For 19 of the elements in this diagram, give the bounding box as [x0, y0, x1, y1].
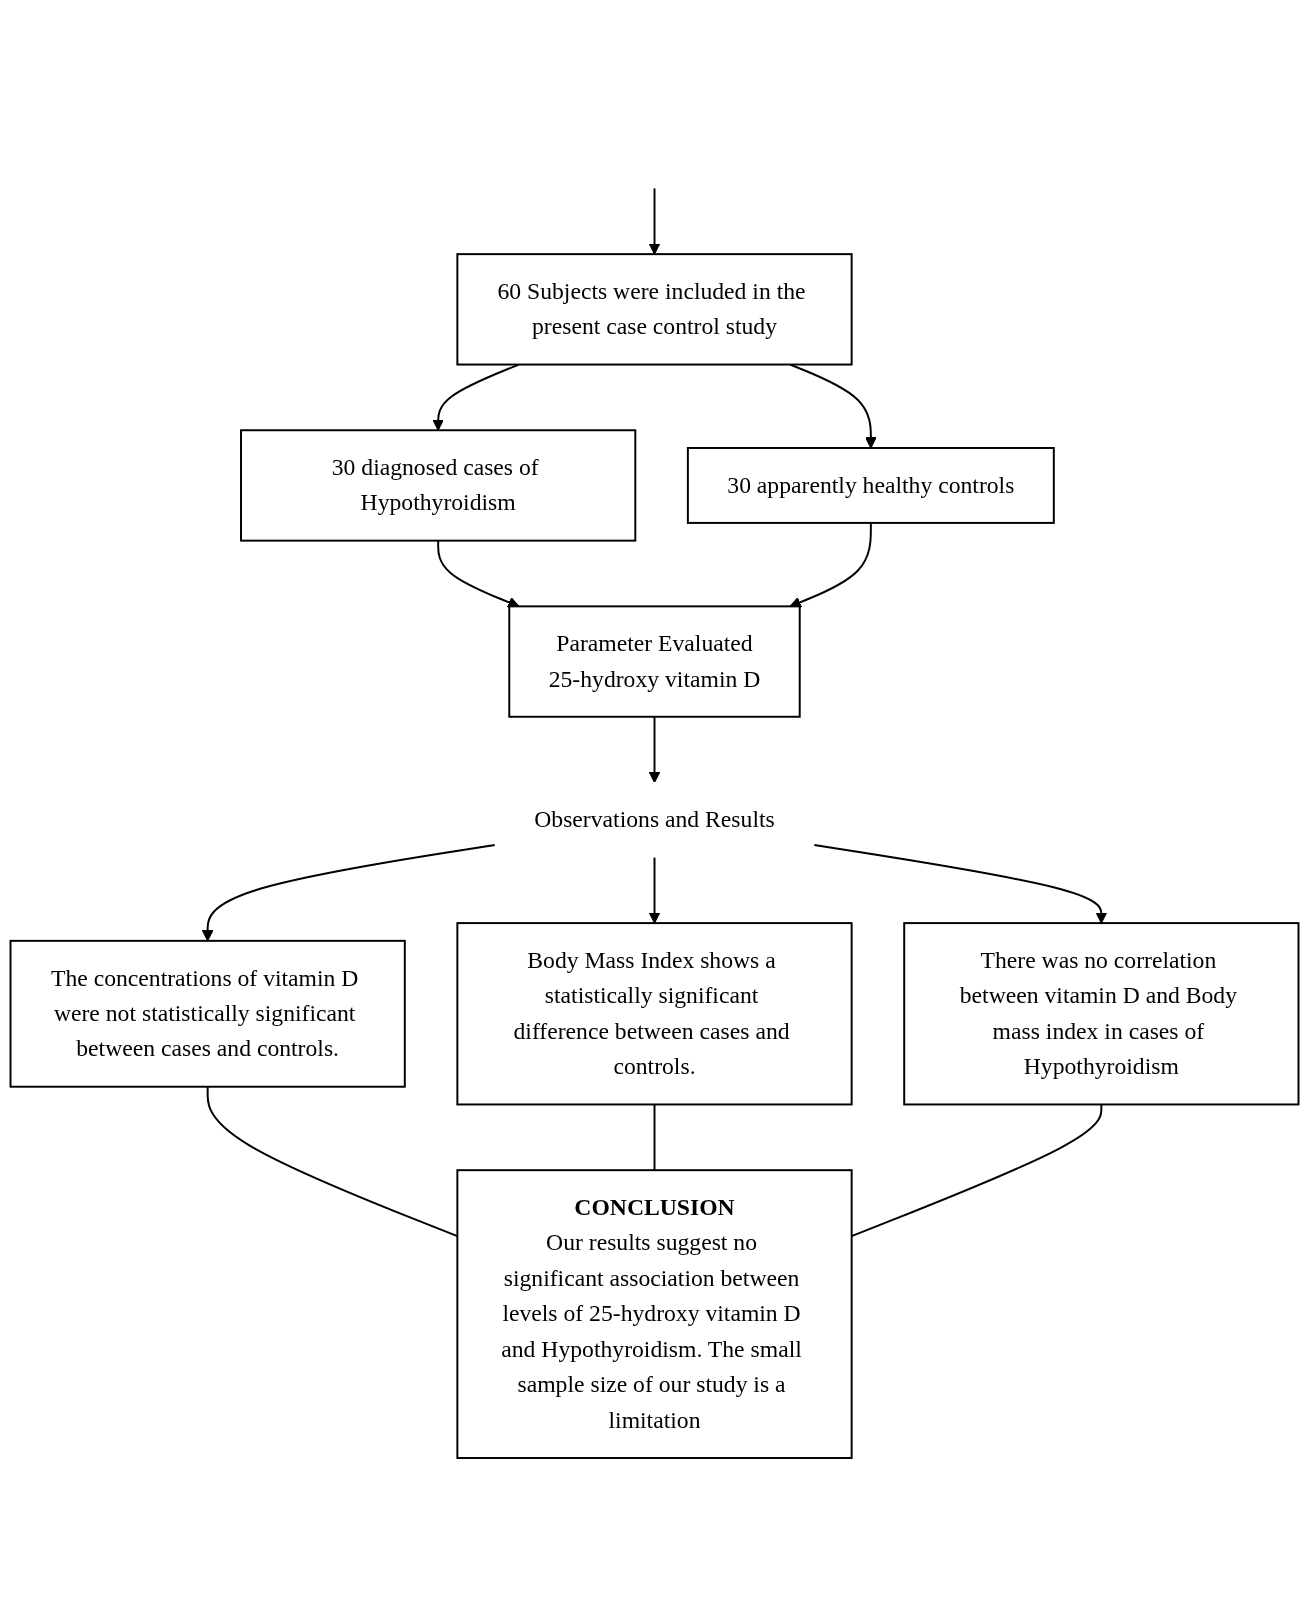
arrow — [437, 539, 520, 608]
arrow — [432, 363, 520, 431]
node-box: The concentrations of vitamin D were not statistically significant between cases and controls. — [9, 939, 406, 1088]
arrow — [648, 187, 661, 255]
node-box: Body Mass Index shows a statistically significant difference between cases and controls. — [456, 922, 853, 1106]
arrow — [648, 715, 661, 783]
node-box: 60 Subjects were included in the present case control study — [456, 253, 853, 366]
node-box: 30 apparently healthy controls — [686, 447, 1055, 524]
arrow — [813, 844, 1108, 924]
arrow — [789, 521, 872, 608]
node-box: 30 diagnosed cases of Hypothyroidism — [240, 429, 637, 542]
arrow — [789, 363, 877, 449]
node-box: There was no correlation between vitamin D and Body mass index in cases of Hypothyroidism — [903, 922, 1300, 1106]
arrow — [648, 856, 661, 924]
connector — [653, 1103, 656, 1172]
arrow — [201, 844, 496, 942]
node-text: Observations and Results — [534, 806, 775, 833]
node-box: CONCLUSION Our results suggest no significant association between levels of 25-hydroxy vitamin D and Hypothyroidism. The small sample size of our study is a limitation — [456, 1169, 853, 1459]
node-box: Parameter Evaluated 25-hydroxy vitamin D — [508, 605, 801, 718]
